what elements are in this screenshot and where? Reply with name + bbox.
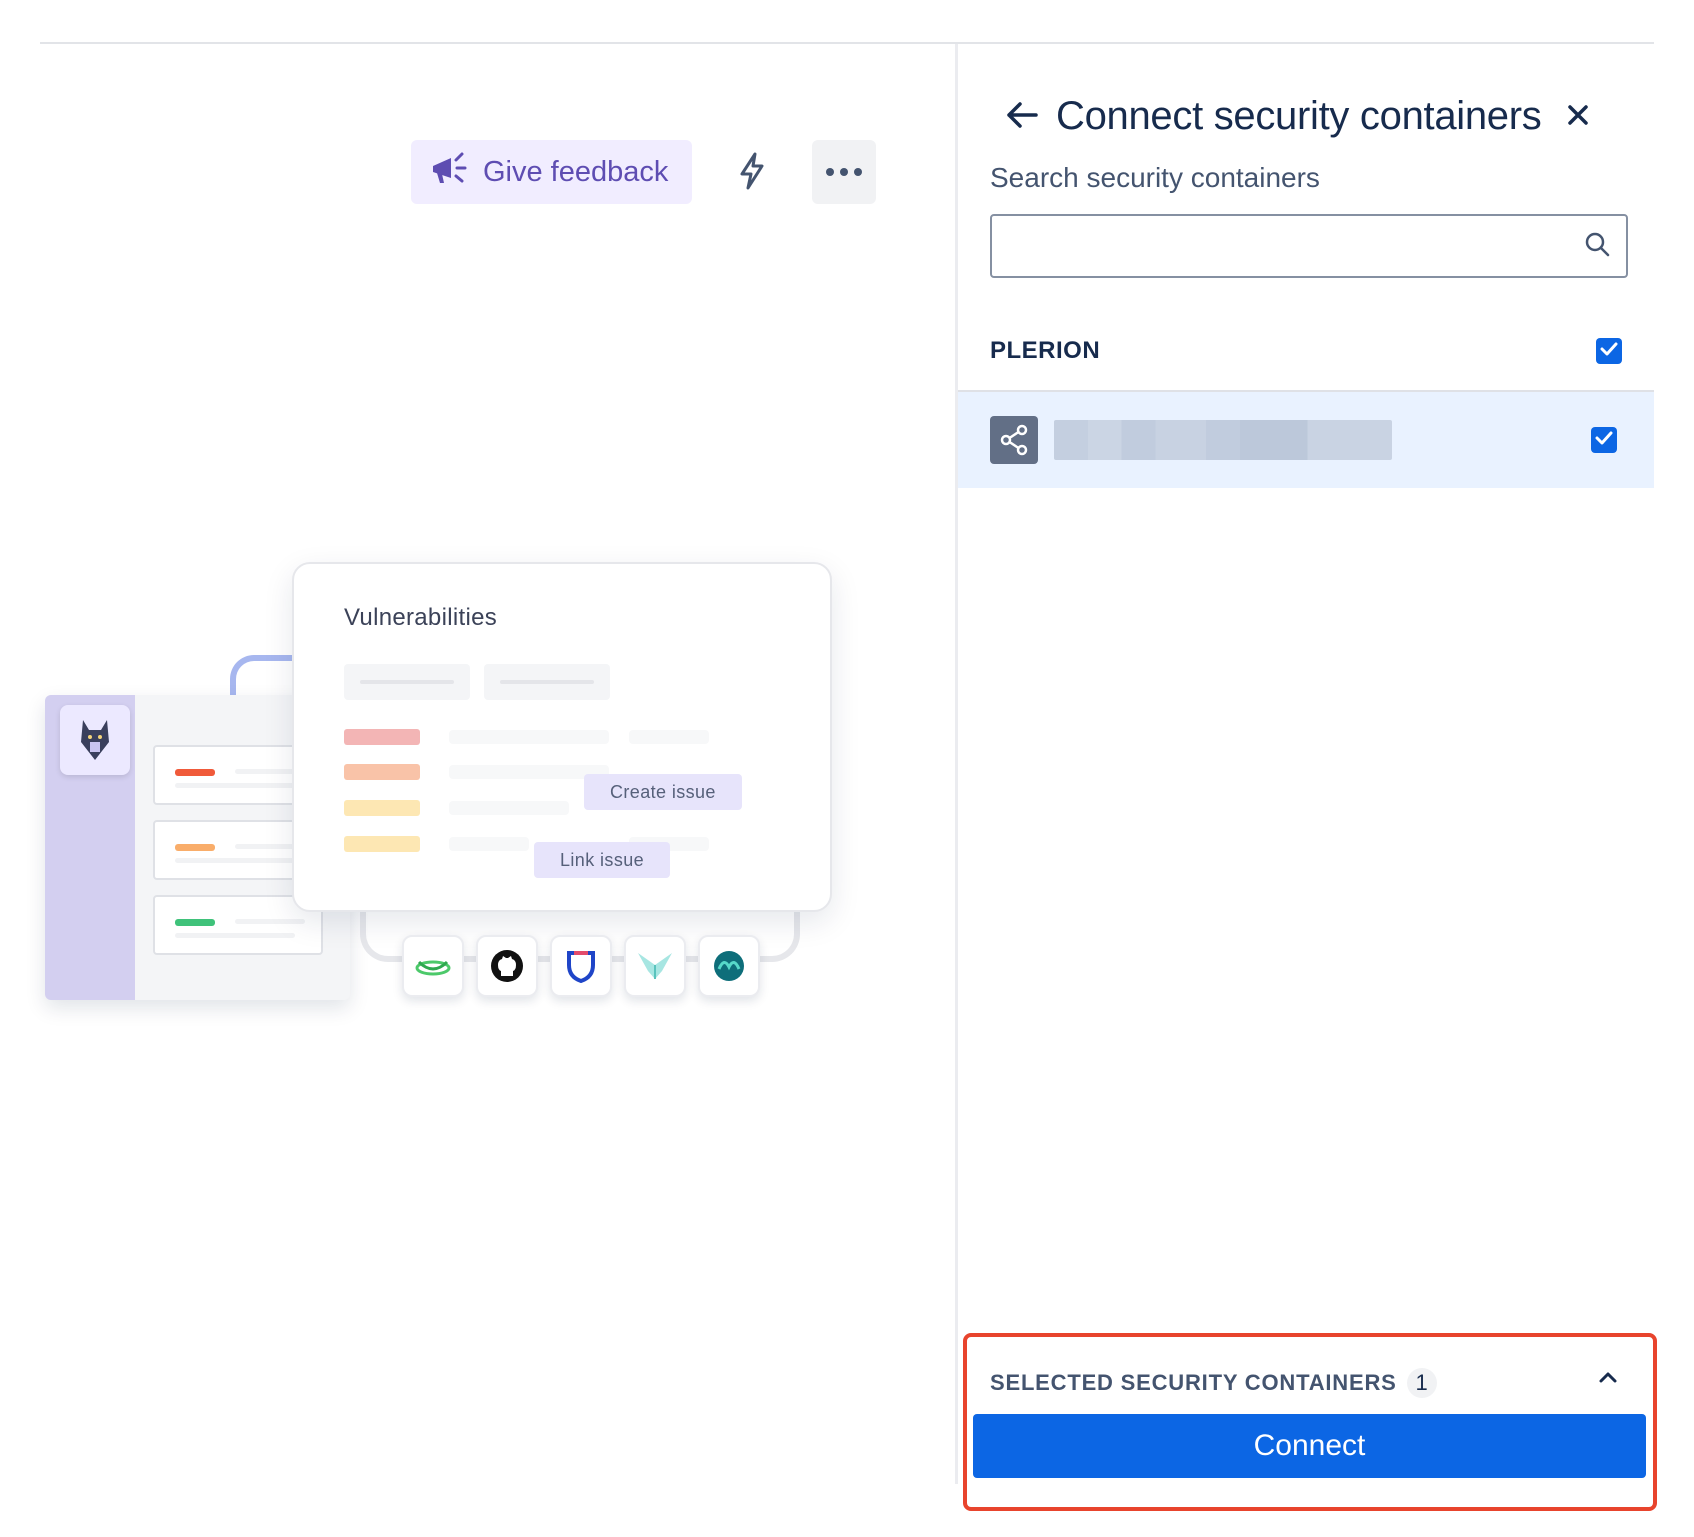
bird-icon: [624, 935, 686, 997]
close-icon: [1566, 103, 1590, 130]
connect-panel: Connect security containers Search secur…: [958, 44, 1654, 1484]
checkmark-icon: [1600, 342, 1618, 361]
share-icon: [990, 416, 1038, 464]
vulnerabilities-title: Vulnerabilities: [344, 604, 498, 631]
search-field: [990, 214, 1628, 278]
connect-button[interactable]: Connect: [973, 1414, 1646, 1478]
automation-button[interactable]: [720, 140, 784, 204]
security-container-row[interactable]: [958, 390, 1654, 488]
search-label: Search security containers: [990, 162, 1320, 193]
more-icon: [824, 165, 864, 180]
github-icon: [476, 935, 538, 997]
illustration-list-item: [153, 895, 323, 955]
wave-icon: [698, 935, 760, 997]
panel-title: Connect security containers: [1056, 93, 1542, 138]
snyk-like-icon: [402, 935, 464, 997]
selected-containers-header: SELECTED SECURITY CONTAINERS 1: [990, 1368, 1437, 1398]
back-button[interactable]: [1000, 94, 1044, 138]
more-actions-button[interactable]: [812, 140, 877, 204]
search-icon: [1584, 231, 1610, 262]
group-checkbox[interactable]: [1596, 338, 1622, 364]
container-checkbox[interactable]: [1591, 427, 1617, 453]
severity-bar: [344, 729, 420, 745]
illustration-connector: [230, 655, 300, 705]
severity-bar: [344, 764, 420, 780]
link-issue-pill: Link issue: [534, 842, 671, 878]
selected-count-badge: 1: [1406, 1368, 1437, 1398]
arrow-left-icon: [1006, 101, 1038, 132]
chevron-up-icon: [1598, 1370, 1618, 1387]
close-button[interactable]: [1556, 94, 1600, 138]
top-divider: [40, 42, 1654, 44]
integration-icons: [402, 935, 760, 997]
checkmark-icon: [1595, 431, 1613, 450]
toolbar: Give feedback: [411, 140, 877, 204]
selected-containers-label: SELECTED SECURITY CONTAINERS: [990, 1370, 1397, 1395]
empty-state-illustration: Vulnerabilities Create issue Link issue: [40, 550, 890, 1050]
panel-divider: [955, 44, 958, 1484]
severity-bar: [344, 800, 420, 816]
collapse-selected-button[interactable]: [1588, 1358, 1628, 1398]
dog-logo-icon: [60, 705, 130, 775]
group-label: PLERION: [990, 337, 1101, 364]
container-name-redacted: [1054, 420, 1392, 460]
megaphone-icon: [429, 150, 469, 194]
panel-header: Connect security containers: [1000, 86, 1600, 146]
shield-icon: [550, 935, 612, 997]
give-feedback-label: Give feedback: [483, 155, 669, 188]
group-header-plerion: PLERION: [990, 331, 1622, 371]
severity-bar: [344, 836, 420, 852]
vulnerabilities-card: Vulnerabilities Create issue Link issue: [292, 562, 832, 912]
give-feedback-button[interactable]: Give feedback: [411, 140, 693, 204]
footer-highlight: [963, 1333, 1657, 1511]
lightning-icon: [737, 152, 767, 193]
create-issue-pill: Create issue: [584, 774, 742, 810]
search-input[interactable]: [1008, 231, 1584, 261]
